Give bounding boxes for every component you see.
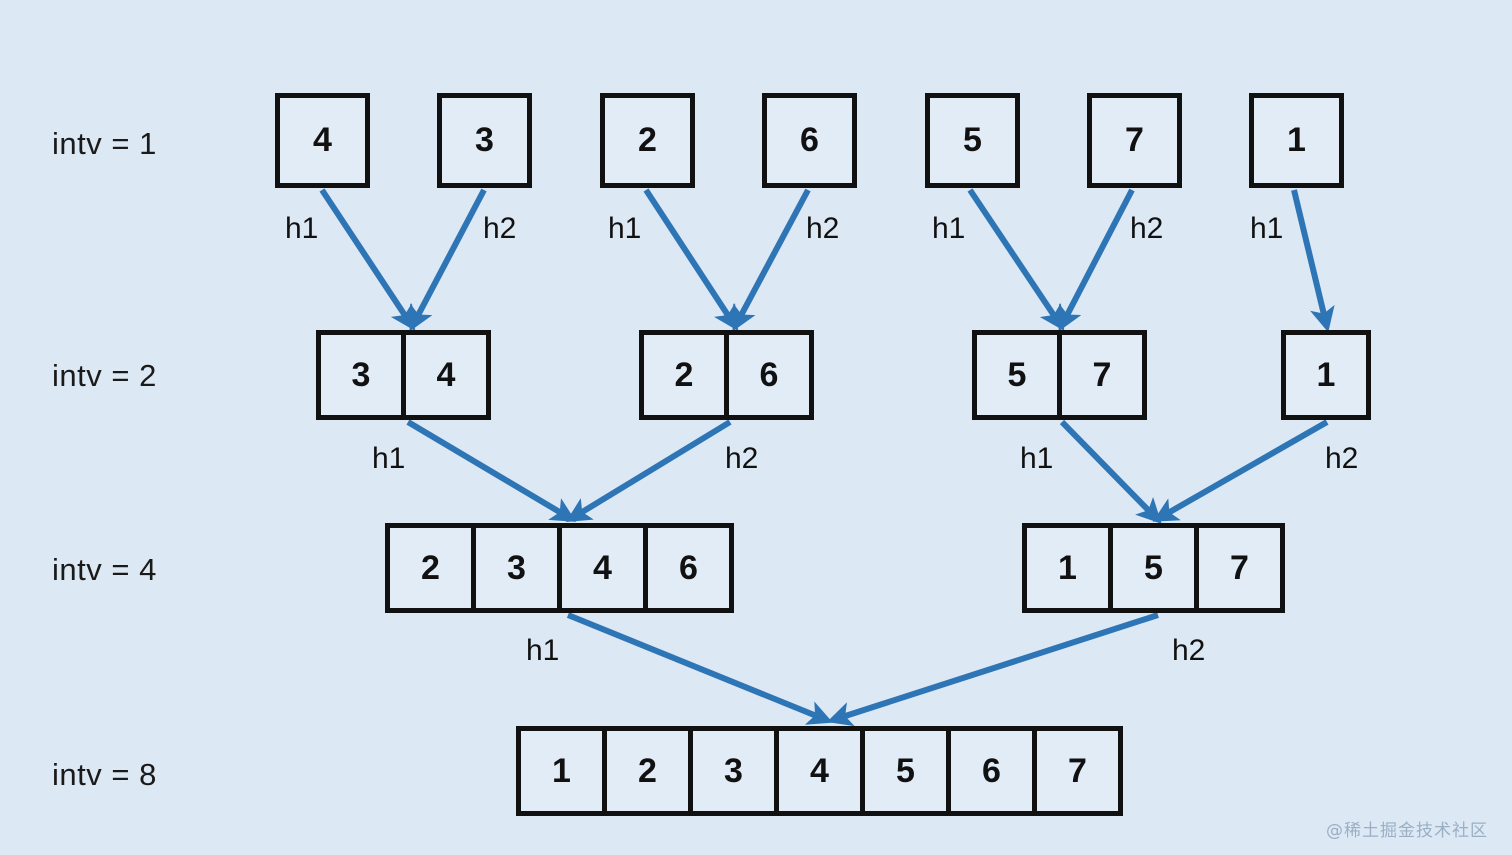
merge-arrow	[409, 188, 487, 332]
pointer-label-h1: h1	[372, 442, 406, 475]
row-label-intv-3: intv = 8	[52, 757, 157, 792]
pointer-label-h1: h1	[285, 212, 319, 245]
array-group: 6	[762, 93, 857, 188]
row-label-intv-1: intv = 2	[52, 358, 157, 393]
pointer-label-h2: h2	[483, 212, 517, 245]
pointer-label-h1: h1	[932, 212, 966, 245]
merge-arrow	[566, 612, 833, 725]
pointer-label-h2: h2	[1325, 442, 1359, 475]
merge-arrow	[1059, 419, 1162, 524]
array-cell: 3	[688, 726, 779, 816]
row-label-intv-2: intv = 4	[52, 552, 157, 587]
merge-arrow	[643, 188, 739, 332]
array-cell: 1	[1249, 93, 1344, 188]
array-cell: 5	[860, 726, 951, 816]
merge-arrow	[826, 612, 1159, 727]
pointer-label-h1: h1	[526, 634, 560, 667]
pointer-label-h2: h2	[1172, 634, 1206, 667]
merge-arrow	[967, 188, 1065, 331]
array-cell: 1	[516, 726, 607, 816]
merge-arrow	[406, 419, 577, 522]
array-group: 3	[437, 93, 532, 188]
array-group: 4	[275, 93, 370, 188]
pointer-label-h2: h2	[806, 212, 840, 245]
array-group: 5	[925, 93, 1020, 188]
array-cell: 1	[1022, 523, 1113, 613]
row-label-intv-0: intv = 1	[52, 126, 157, 161]
array-cell: 2	[639, 330, 729, 420]
array-cell: 4	[774, 726, 865, 816]
array-cell: 7	[1194, 523, 1285, 613]
merge-arrow	[1058, 188, 1135, 332]
pointer-label-h2: h2	[1130, 212, 1164, 245]
merge-arrow	[319, 188, 416, 332]
array-cell: 1	[1281, 330, 1371, 420]
array-cell: 3	[316, 330, 406, 420]
array-cell: 6	[762, 93, 857, 188]
array-cell: 7	[1057, 330, 1147, 420]
array-group: 2	[600, 93, 695, 188]
array-cell: 4	[557, 523, 648, 613]
array-cell: 6	[946, 726, 1037, 816]
array-cell: 2	[602, 726, 693, 816]
merge-arrow	[732, 188, 811, 332]
array-cell: 4	[275, 93, 370, 188]
array-cell: 7	[1032, 726, 1123, 816]
array-cell: 5	[972, 330, 1062, 420]
merge-arrow	[1152, 419, 1329, 522]
array-group: 1	[1249, 93, 1344, 188]
array-cell: 7	[1087, 93, 1182, 188]
pointer-label-h1: h1	[1020, 442, 1054, 475]
merge-arrow	[565, 419, 732, 522]
array-cell: 5	[1108, 523, 1199, 613]
array-cell: 2	[600, 93, 695, 188]
array-cell: 2	[385, 523, 476, 613]
array-cell: 3	[437, 93, 532, 188]
merge-arrow	[1291, 189, 1335, 333]
array-cell: 6	[643, 523, 734, 613]
watermark: @稀土掘金技术社区	[1326, 821, 1488, 841]
pointer-label-h1: h1	[608, 212, 642, 245]
array-cell: 5	[925, 93, 1020, 188]
pointer-label-h2: h2	[725, 442, 759, 475]
array-cell: 4	[401, 330, 491, 420]
array-group: 7	[1087, 93, 1182, 188]
array-cell: 6	[724, 330, 814, 420]
array-cell: 3	[471, 523, 562, 613]
pointer-label-h1: h1	[1250, 212, 1284, 245]
array-group: 1	[1281, 330, 1371, 420]
